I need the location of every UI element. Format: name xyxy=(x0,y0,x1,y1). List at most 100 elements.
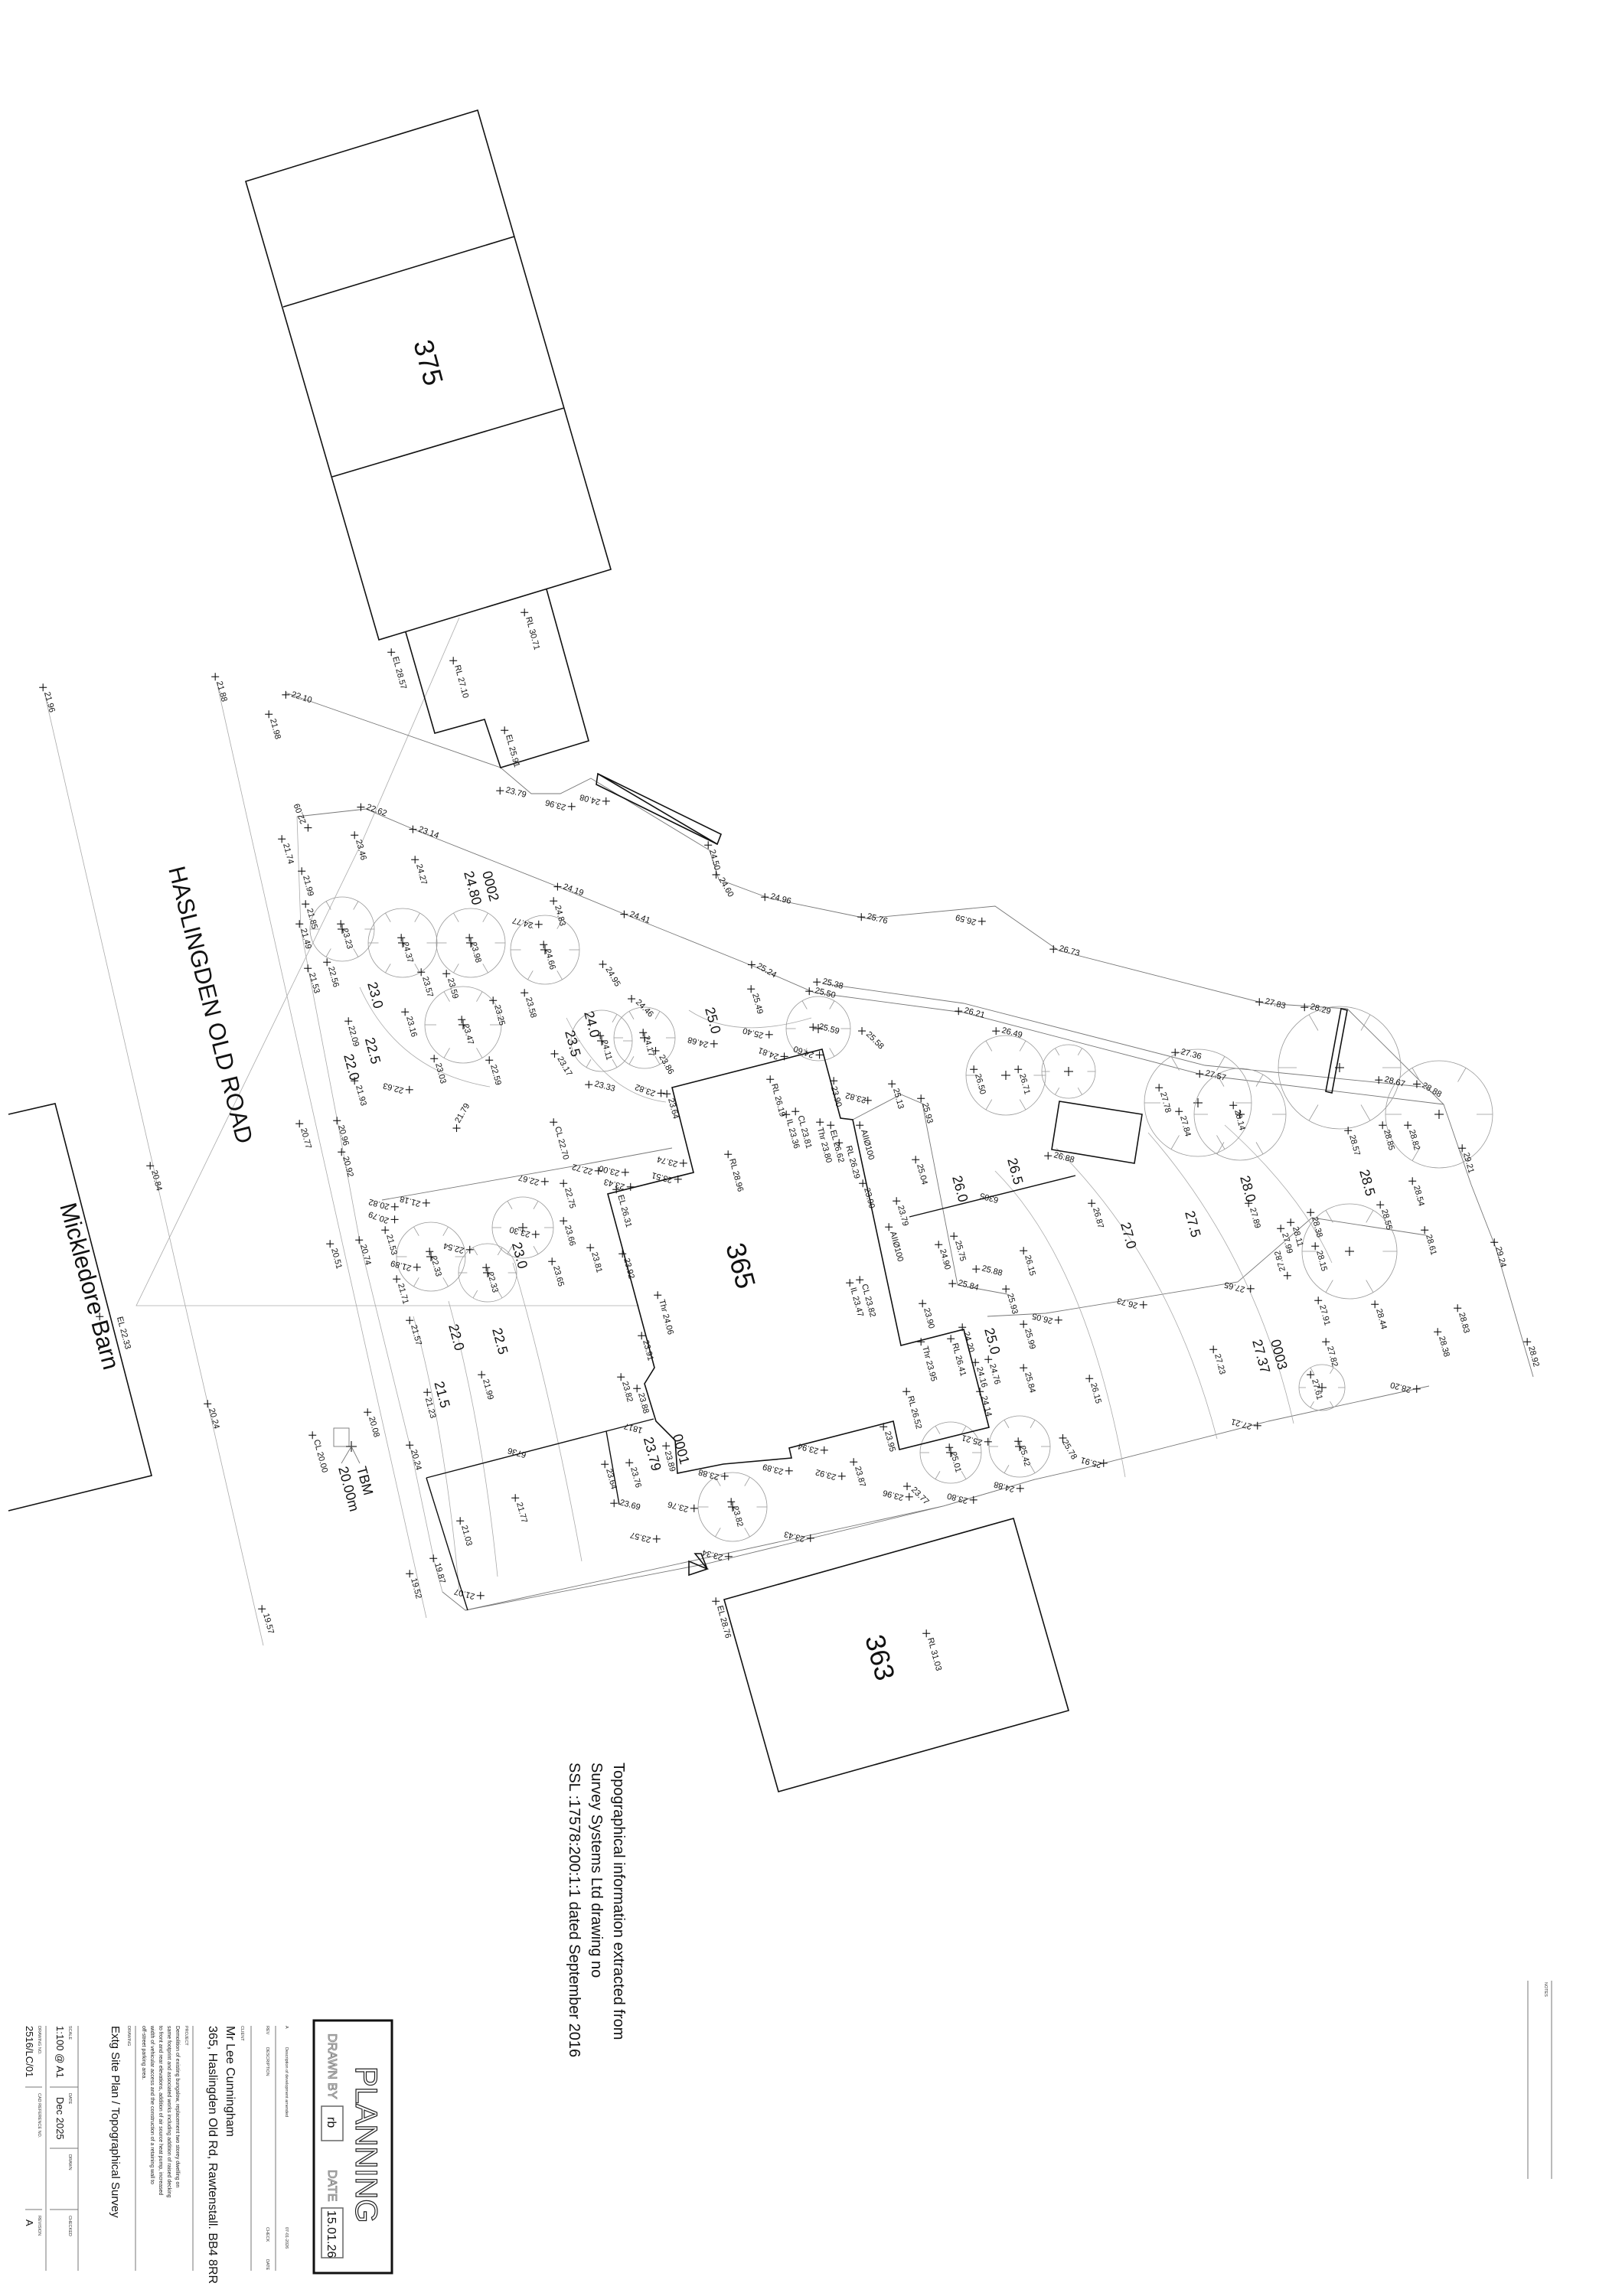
spot-level-label: RL 28.96 xyxy=(727,1158,745,1193)
spot-level: 23.14 xyxy=(409,825,440,840)
spot-level: 23.16 xyxy=(401,1008,419,1038)
project-description-line: to front and rear elevations, addition o… xyxy=(158,2026,163,2196)
spot-level-label: 25.78 xyxy=(1060,1438,1079,1461)
contour-label: 23.0 xyxy=(364,980,386,1010)
spot-level: 25.04 xyxy=(912,1156,929,1186)
spot-level: 24.41 xyxy=(620,910,651,925)
spot-level: 22.75 xyxy=(560,1179,577,1209)
spot-level-label: 23.90 xyxy=(862,1187,876,1210)
spot-level-label: 25.76 xyxy=(866,912,889,926)
spot-level: 24.60 xyxy=(792,1044,824,1059)
spot-level-label: 23.92 xyxy=(622,1257,636,1280)
spot-level-label: 23.76 xyxy=(667,1499,690,1514)
spot-level: 22.62 xyxy=(357,803,388,818)
spot-level-label: 23.82 xyxy=(844,1091,867,1105)
front-path xyxy=(381,1147,673,1201)
spot-level: 24.90 xyxy=(935,1241,952,1270)
tree-icon xyxy=(1144,1049,1252,1157)
date-value: Dec 2025 xyxy=(54,2097,66,2140)
spot-level-label: 25.88 xyxy=(981,1264,1004,1278)
tbm-marker-icon xyxy=(333,1427,361,1464)
spot-level-label: 23.16 xyxy=(404,1016,419,1039)
spot-level-label: 27.57 xyxy=(1204,1068,1227,1083)
spot-level-label: 21.03 xyxy=(459,1525,474,1548)
spot-level: 27.61 xyxy=(1307,1371,1324,1401)
spot-level-label: 21.74 xyxy=(281,843,295,866)
spot-level-label: 23.91 xyxy=(641,1339,655,1362)
spot-level-label: 23.47 xyxy=(461,1023,475,1046)
tree-icon xyxy=(491,1196,554,1259)
spot-level-label: 23.64 xyxy=(604,1468,618,1491)
spot-level: 20.84 xyxy=(146,1162,164,1192)
spot-level-label: 28.20 xyxy=(1389,1380,1412,1394)
spot-level: 28.85 xyxy=(1379,1121,1396,1151)
spot-level-label: 24.90 xyxy=(938,1248,952,1271)
spot-level: 23.82 xyxy=(727,1498,745,1528)
spot-level-label: 22.59 xyxy=(488,1064,503,1087)
spot-level-label: CL 22.70 xyxy=(553,1126,570,1161)
spot-level: 22.33 xyxy=(482,1264,500,1293)
spot-level-label: 23.43 xyxy=(603,1177,626,1192)
spot-level-label: 28.44 xyxy=(1374,1308,1389,1331)
spot-level-label: 21.23 xyxy=(423,1397,438,1420)
spot-level-label: 22.33 xyxy=(485,1271,500,1294)
building-375 xyxy=(245,109,612,641)
client-label: CLIENT xyxy=(240,2026,244,2041)
spot-level: 23.33 xyxy=(585,1079,616,1094)
revision-row-date: 07-01-2026 xyxy=(284,2227,289,2249)
spot-level-label: 26.73 xyxy=(1116,1296,1139,1310)
driveway-edge xyxy=(465,1479,1036,1611)
spot-level: AIIØ100 xyxy=(885,1223,905,1263)
spot-level: 21.85 xyxy=(302,900,319,930)
spot-level-label: 28.92 xyxy=(1526,1345,1541,1368)
spot-level-label: 27.61 xyxy=(1310,1378,1324,1401)
dimension-line-1817 xyxy=(605,1418,654,1432)
spot-level: 25.24 xyxy=(747,960,778,980)
revision-label: REVISION xyxy=(37,2216,41,2236)
spot-level-label: 26.49 xyxy=(1000,1026,1023,1040)
spot-level: 23.00 xyxy=(598,1163,629,1178)
spot-level-label: 20.79 xyxy=(367,1209,390,1225)
spot-level-label: 25.01 xyxy=(948,1451,963,1474)
notes-label: NOTES xyxy=(1543,1982,1548,1997)
survey-note-line: SSL :17578:200:1:1 dated September 2016 xyxy=(566,1763,583,2057)
spot-level-label: 22.56 xyxy=(326,966,341,989)
garden-wall xyxy=(296,808,1444,1105)
spot-level-label: 25.58 xyxy=(864,1030,886,1052)
spot-level: 20.51 xyxy=(326,1240,344,1270)
spot-level: RL 26.52 xyxy=(902,1388,923,1430)
spot-level: 25.21 xyxy=(961,1433,992,1447)
spot-level: Thr 24.06 xyxy=(654,1291,675,1336)
tree-icon xyxy=(1278,1006,1402,1130)
drawing-title: Extg Site Plan / Topographical Survey xyxy=(109,2026,122,2218)
spot-level: 21.98 xyxy=(265,710,282,740)
spot-level: 24.83 xyxy=(550,897,567,927)
spot-level: 24.50 xyxy=(704,841,722,871)
spot-level-label: 24.96 xyxy=(769,892,792,906)
spot-level-label: RL 26.41 xyxy=(950,1342,968,1378)
spot-level: 27.91 xyxy=(1314,1296,1332,1326)
spot-level-label: 24.14 xyxy=(979,1395,994,1418)
spot-level: 22.09 xyxy=(344,1017,361,1048)
tree-icon xyxy=(1298,1364,1346,1411)
spot-level: 21.03 xyxy=(456,1517,474,1547)
spot-level-label: 20.77 xyxy=(299,1127,313,1150)
spot-level-label: 25.42 xyxy=(1017,1445,1032,1468)
spot-level: 25.76 xyxy=(857,912,889,926)
dimension-1817: 1817 xyxy=(623,1421,644,1435)
spot-level-label: 21.96 xyxy=(42,691,57,714)
spot-level-label: 25.04 xyxy=(915,1163,929,1186)
spot-level: 28.38 xyxy=(1434,1328,1451,1358)
survey-line xyxy=(135,617,639,1306)
spot-level-label: Thr 23.95 xyxy=(920,1345,938,1383)
spot-level: 22.54 xyxy=(442,1241,474,1255)
spot-level: 20.92 xyxy=(338,1148,355,1178)
spot-level-label: 25.49 xyxy=(750,993,765,1016)
spot-level: 19.52 xyxy=(406,1570,423,1600)
spot-level-label: 22.67 xyxy=(517,1172,540,1187)
spot-level-label: 23.65 xyxy=(551,1265,566,1288)
spot-level-label: 24.81 xyxy=(757,1045,780,1062)
spot-level-label: 25.84 xyxy=(1023,1371,1037,1394)
